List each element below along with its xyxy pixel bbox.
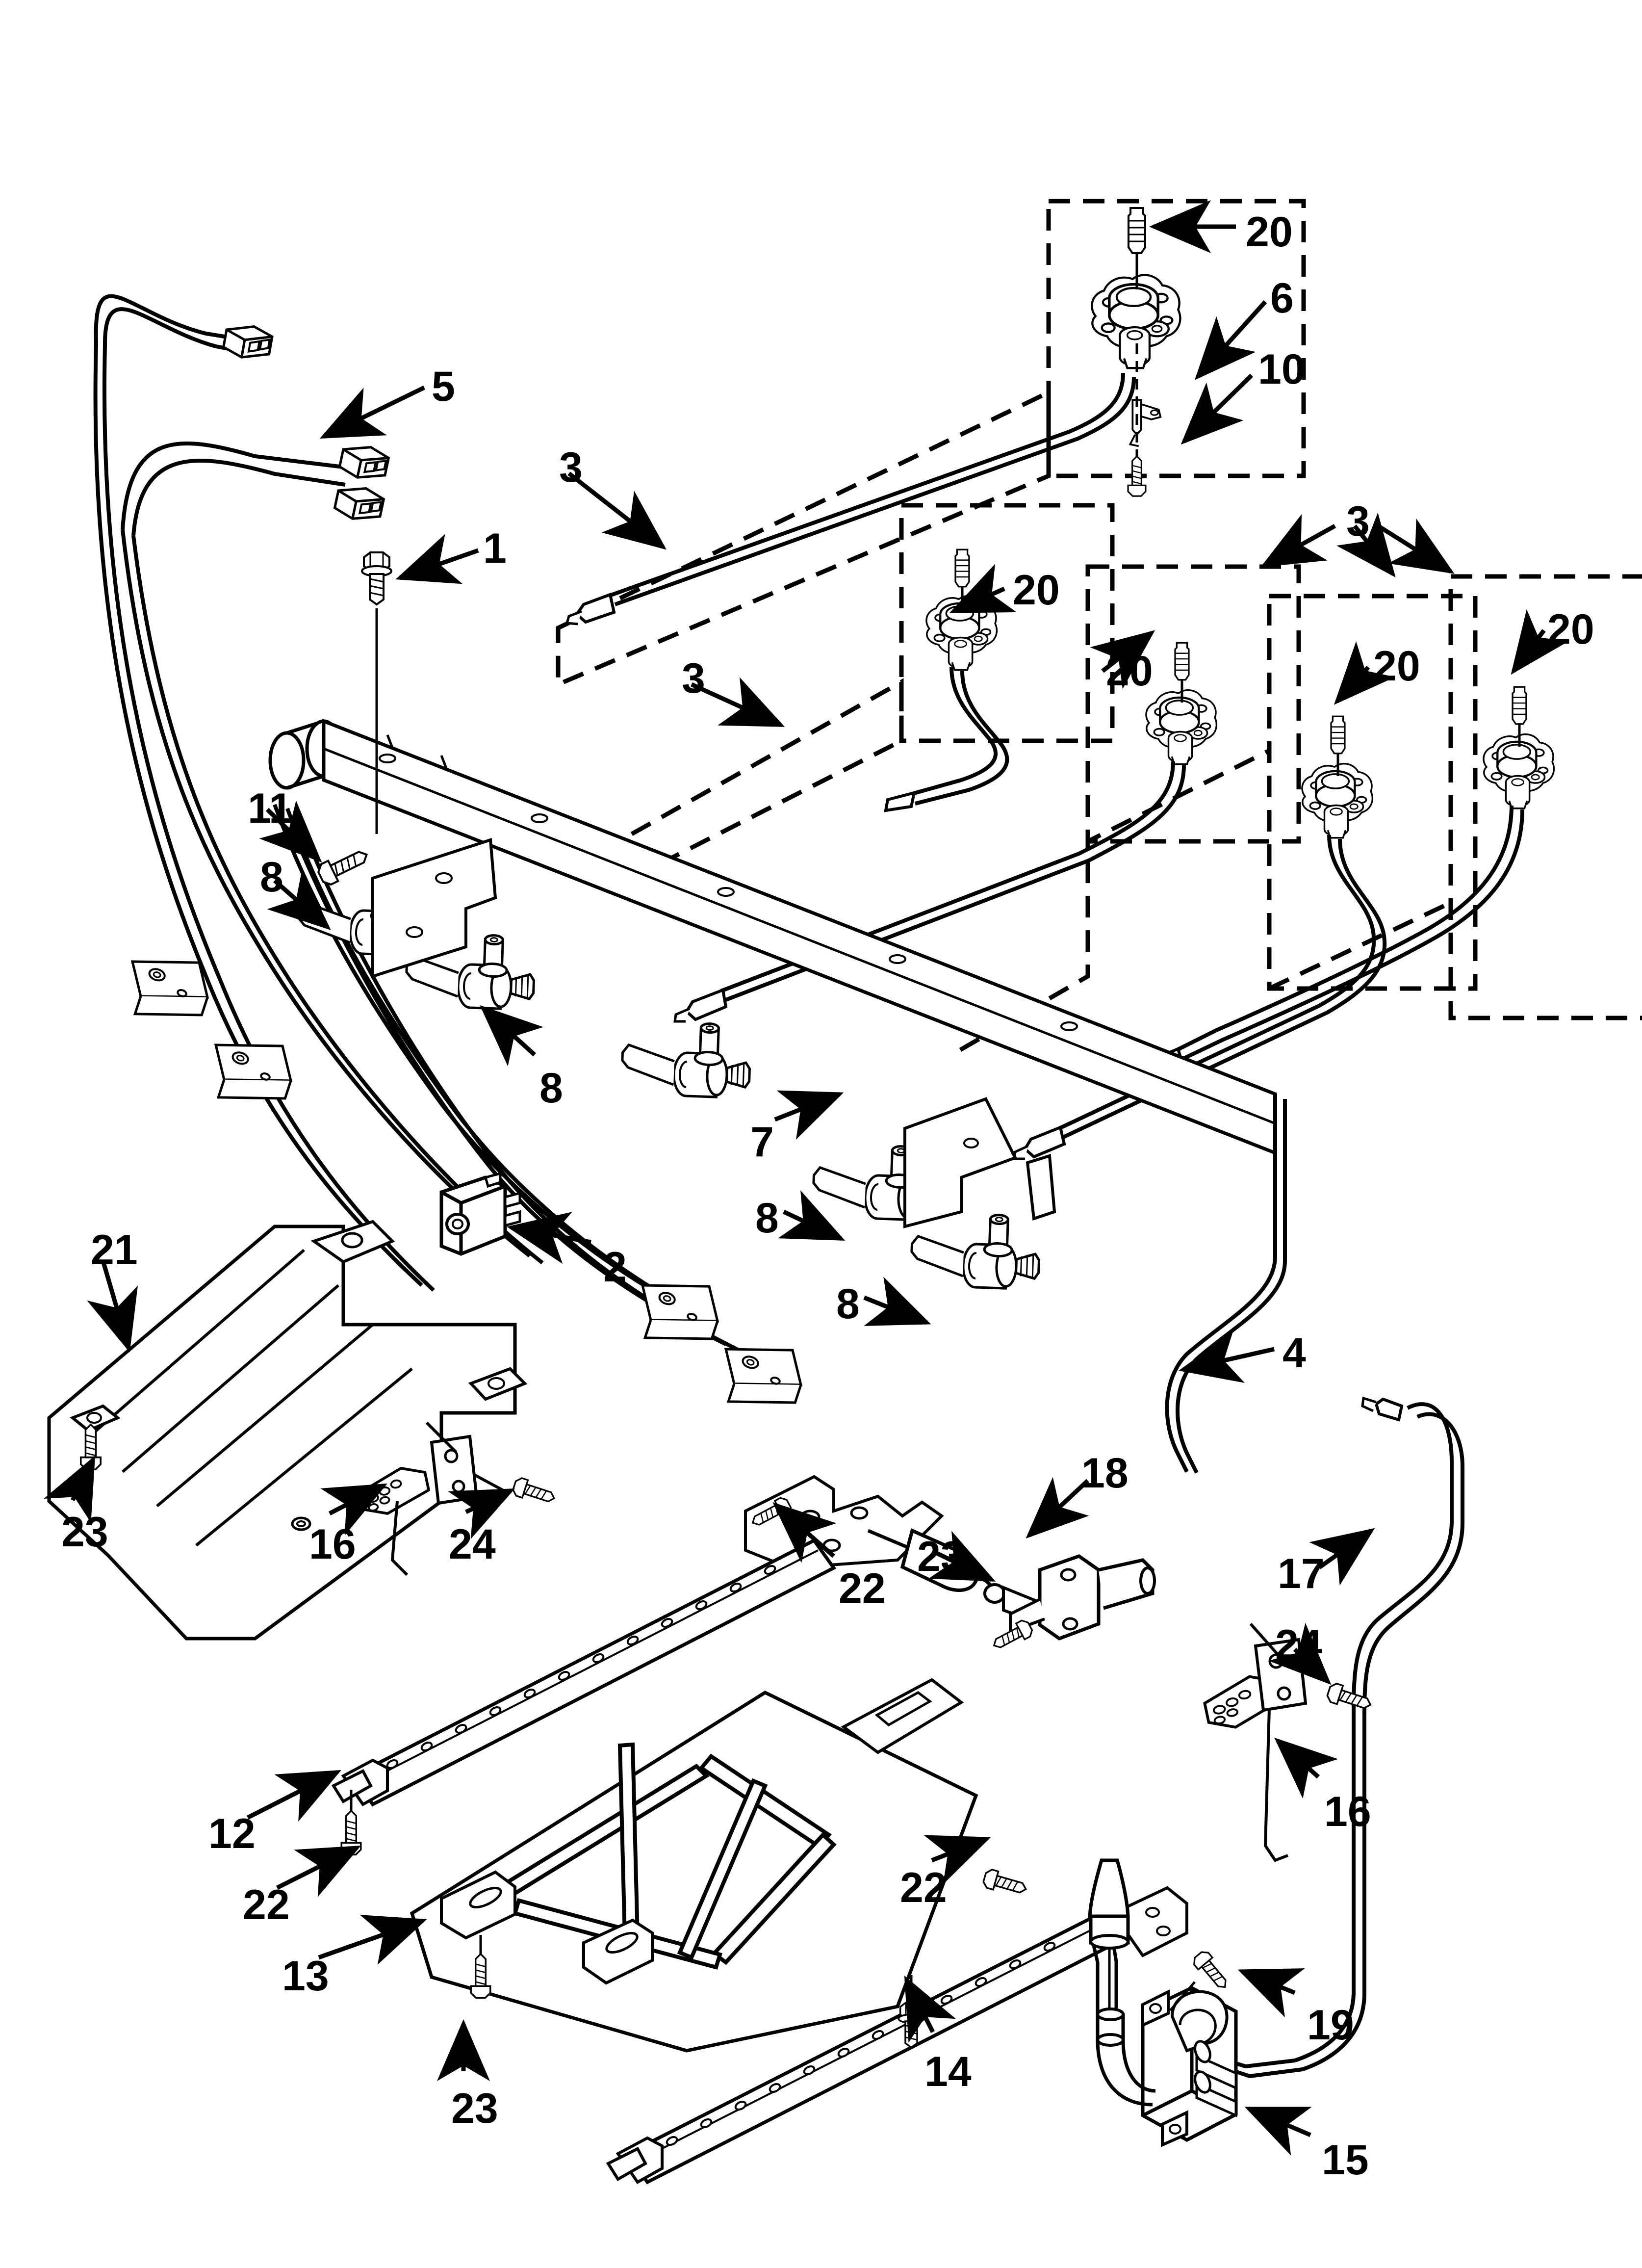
pressure-regulator-item-15 xyxy=(1088,1858,1238,2147)
callout-label-8c: 8 xyxy=(755,1195,779,1242)
callout-leaders xyxy=(43,200,1569,2156)
callout-label-15: 15 xyxy=(1322,2137,1369,2184)
burner-igniter-1 xyxy=(565,207,1180,626)
callout-label-20e: 20 xyxy=(1547,606,1594,653)
callout-label-10: 10 xyxy=(1258,346,1305,393)
igniter-box-3 xyxy=(1085,564,1301,844)
callout-label-1: 1 xyxy=(483,525,507,572)
tube-channel-1 xyxy=(556,389,1051,688)
burner-rail-item-12 xyxy=(331,1538,837,1856)
callout-label-21: 21 xyxy=(91,1226,138,1274)
burner-base-item-13 xyxy=(410,1678,978,2053)
callout-label-20b: 20 xyxy=(1013,567,1060,614)
burner-igniter-2 xyxy=(884,548,1009,812)
callout-label-22c: 22 xyxy=(900,1864,947,1911)
callout-label-20c: 20 xyxy=(1106,648,1153,695)
callout-label-14: 14 xyxy=(924,2048,972,2095)
bottom-panel-item-21 xyxy=(47,1220,528,1641)
callout-label-22a: 22 xyxy=(839,1565,886,1612)
callout-label-20a: 20 xyxy=(1246,209,1293,256)
igniter-box-1 xyxy=(1046,199,1306,478)
callout-label-13: 13 xyxy=(282,1953,329,2000)
burner-igniter-4 xyxy=(1013,715,1387,1160)
callout-label-8d: 8 xyxy=(836,1280,860,1328)
callout-label-11: 11 xyxy=(248,785,292,832)
callout-label-24a: 24 xyxy=(449,1521,496,1568)
burner-valve-5 xyxy=(911,1212,1041,1289)
callout-label-16a: 16 xyxy=(309,1521,356,1568)
tube-channel-2 xyxy=(629,678,904,882)
callout-label-19: 19 xyxy=(1307,2002,1354,2049)
callout-label-4: 4 xyxy=(1283,1330,1306,1377)
igniter-box-2 xyxy=(899,503,1115,743)
callout-label-8a: 8 xyxy=(260,854,283,901)
burner-igniter-3 xyxy=(673,642,1216,1023)
callout-label-3c: 3 xyxy=(682,655,705,702)
igniter-assembly-boxes xyxy=(556,199,1642,1052)
callout-label-5: 5 xyxy=(432,363,455,410)
callout-label-23c: 23 xyxy=(451,2085,498,2132)
screw-item-1 xyxy=(361,551,392,834)
wire-harness-group xyxy=(93,294,740,1352)
callout-label-17: 17 xyxy=(1278,1550,1325,1597)
gas-supply-tube-item-17 xyxy=(1225,1396,1464,2079)
callout-label-24b: 24 xyxy=(1275,1621,1322,1668)
switch-item-2 xyxy=(439,1172,521,1256)
callout-label-3a: 3 xyxy=(559,444,583,491)
igniter-box-4 xyxy=(1267,594,1478,991)
callout-label-7: 7 xyxy=(750,1119,774,1166)
callout-label-12: 12 xyxy=(208,1810,256,1857)
callout-label-20d: 20 xyxy=(1373,643,1420,690)
callout-label-3b: 3 xyxy=(1346,498,1370,545)
valve-bracket-2 xyxy=(201,1026,300,1117)
callout-label-23a: 23 xyxy=(61,1509,108,1556)
callout-label-16b: 16 xyxy=(1324,1788,1371,1835)
burner-valves-group xyxy=(117,837,1056,1421)
burner-valve-3 xyxy=(621,1020,751,1098)
callout-label-8b: 8 xyxy=(539,1065,563,1112)
valve-bracket-1 xyxy=(117,943,217,1034)
igniter-box-5 xyxy=(1448,574,1642,1020)
callout-label-6: 6 xyxy=(1270,275,1294,322)
callout-label-18: 18 xyxy=(1081,1450,1129,1497)
callout-label-22b: 22 xyxy=(243,1881,290,1929)
callout-label-2: 2 xyxy=(603,1244,627,1291)
callout-label-23b: 23 xyxy=(917,1533,964,1580)
